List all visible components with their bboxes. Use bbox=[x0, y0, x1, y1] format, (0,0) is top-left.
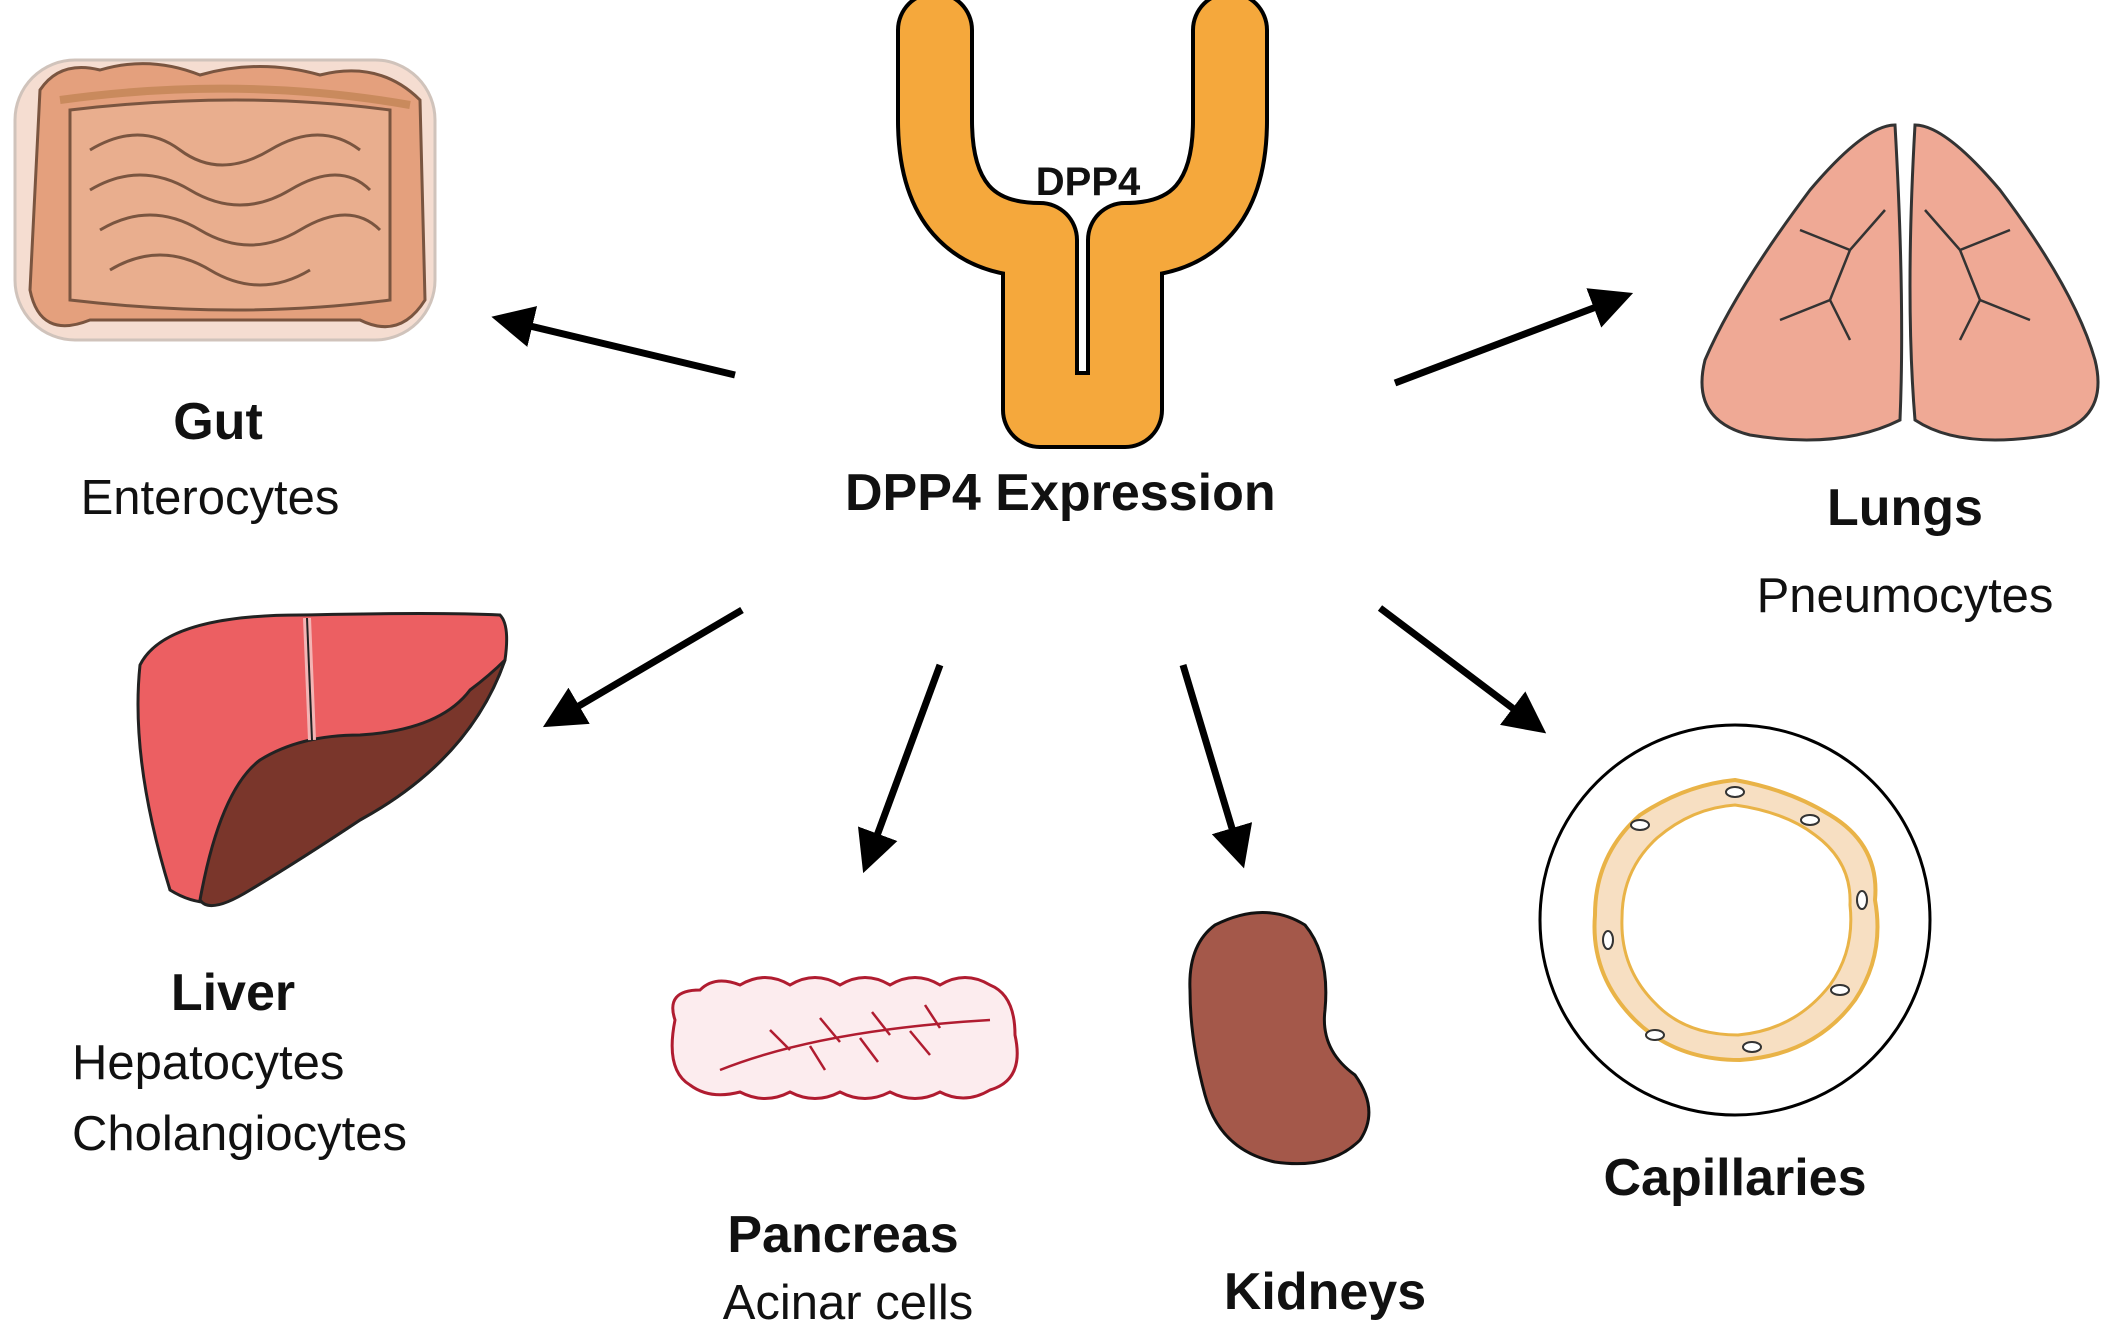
arrow-to-kidneys bbox=[1179, 663, 1253, 869]
receptor-label: DPP4 bbox=[1036, 160, 1141, 204]
arrow-to-gut bbox=[491, 306, 736, 379]
dpp4-receptor-icon: DPP4 bbox=[896, 0, 1269, 449]
liver-cells-cholangiocytes: Cholangiocytes bbox=[72, 1107, 408, 1161]
gut-cells: Enterocytes bbox=[80, 471, 340, 525]
liver-icon bbox=[136, 612, 509, 908]
arrow-to-lungs bbox=[1393, 288, 1634, 387]
arrow-to-capillaries bbox=[1377, 605, 1547, 734]
capillaries-name: Capillaries bbox=[1603, 1149, 1867, 1207]
capillary-icon bbox=[1538, 723, 1932, 1117]
kidneys-name: Kidneys bbox=[1223, 1263, 1427, 1321]
arrow-to-liver bbox=[542, 606, 744, 728]
lungs-cells: Pneumocytes bbox=[1756, 569, 2054, 623]
liver-cells-hepatocytes: Hepatocytes bbox=[72, 1036, 345, 1090]
pancreas-cells: Acinar cells bbox=[722, 1276, 974, 1330]
lungs-icon bbox=[1700, 123, 2100, 442]
kidney-icon bbox=[1188, 911, 1371, 1166]
liver-name: Liver bbox=[170, 964, 296, 1022]
gut-name: Gut bbox=[173, 393, 263, 451]
center-title: DPP4 Expression bbox=[845, 464, 1276, 522]
pancreas-icon bbox=[670, 976, 1019, 1100]
gut-icon bbox=[13, 58, 437, 342]
arrow-to-pancreas bbox=[857, 663, 944, 874]
lungs-name: Lungs bbox=[1827, 479, 1983, 537]
pancreas-name: Pancreas bbox=[727, 1206, 959, 1264]
